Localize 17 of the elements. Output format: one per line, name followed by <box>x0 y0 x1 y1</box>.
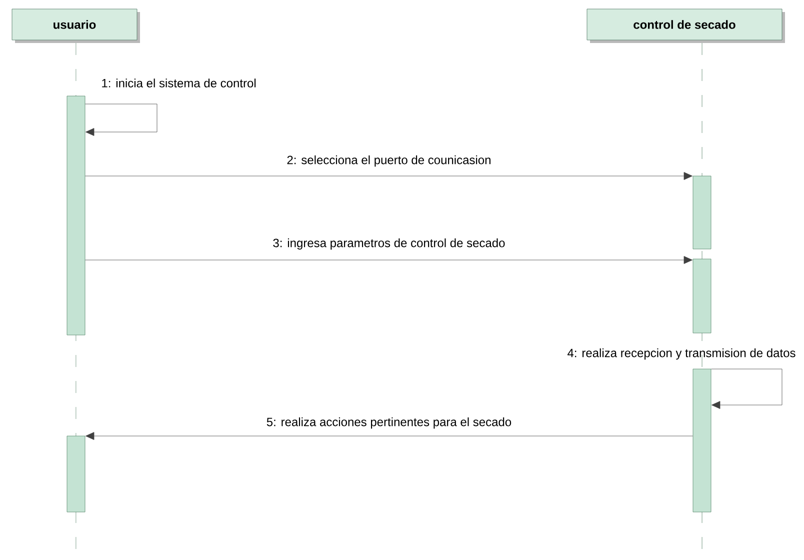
activation-bar <box>692 176 712 250</box>
lifeline-header: control de secado <box>586 8 785 43</box>
activation-bar <box>692 258 712 334</box>
message-label: 4: realiza recepcion y transmision de datos <box>568 348 796 360</box>
message-arrow <box>85 104 158 136</box>
activation-bar <box>66 96 86 336</box>
message-label: 3: ingresa parametros de control de secado <box>273 238 505 250</box>
message-arrow <box>86 432 693 440</box>
activation-bar <box>692 368 712 512</box>
message-label: 5: realiza acciones pertinentes para el secado <box>266 417 512 429</box>
activation-bar <box>66 436 86 512</box>
message-arrow <box>85 256 692 264</box>
message-label: 2: selecciona el puerto de counicasion <box>287 155 490 167</box>
message-arrow <box>711 368 782 409</box>
lifeline-header: usuario <box>12 8 140 43</box>
message-arrow <box>85 172 692 180</box>
message-label: 1: inicia el sistema de control <box>102 78 256 88</box>
